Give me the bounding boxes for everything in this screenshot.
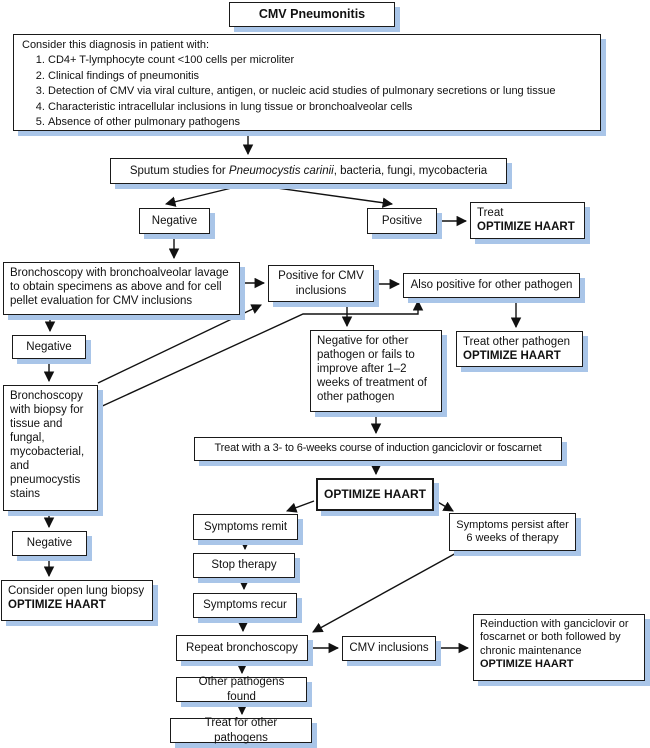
criteria-item: Detection of CMV via viral culture, anti… bbox=[48, 84, 592, 99]
node-lavage-negative: Negative bbox=[12, 335, 86, 359]
criteria-intro: Consider this diagnosis in patient with: bbox=[22, 39, 210, 51]
species-name: Pneumocystis carinii bbox=[228, 164, 334, 177]
node-bronchoscopy-lavage: Bronchoscopy with bronchoalveolar lavage… bbox=[3, 262, 240, 315]
criteria-item: CD4+ T-lymphocyte count <100 cells per m… bbox=[48, 53, 592, 68]
node-negative-other-pathogen: Negative for other pathogen or fails to … bbox=[310, 330, 442, 412]
node-sputum-studies: Sputum studies for Pneumocystis carinii,… bbox=[110, 158, 507, 184]
node-treat-optimize-haart: Treat OPTIMIZE HAART bbox=[470, 202, 585, 239]
node-sputum-negative: Negative bbox=[139, 208, 210, 234]
node-bronchoscopy-biopsy: Bronchoscopy with biopsy for tissue and … bbox=[3, 385, 98, 511]
node-also-positive-other-pathogen: Also positive for other pathogen bbox=[403, 273, 580, 298]
criteria-item: Characteristic intracellular inclusions … bbox=[48, 100, 592, 115]
node-symptoms-persist: Symptoms persist after 6 weeks of therap… bbox=[449, 513, 576, 551]
node-positive-cmv-inclusions: Positive for CMV inclusions bbox=[268, 265, 374, 302]
criteria-item: Absence of other pulmonary pathogens bbox=[48, 115, 592, 130]
node-sputum-positive: Positive bbox=[367, 208, 437, 234]
node-title: CMV Pneumonitis bbox=[229, 2, 395, 27]
node-cmv-inclusions: CMV inclusions bbox=[342, 636, 436, 661]
node-treat-other-pathogen: Treat other pathogen OPTIMIZE HAART bbox=[456, 331, 583, 367]
node-diagnosis-criteria: Consider this diagnosis in patient with:… bbox=[13, 34, 601, 131]
node-symptoms-remit: Symptoms remit bbox=[193, 514, 298, 540]
node-optimize-haart: OPTIMIZE HAART bbox=[316, 478, 434, 511]
criteria-list: CD4+ T-lymphocyte count <100 cells per m… bbox=[22, 53, 592, 130]
node-consider-open-lung-biopsy: Consider open lung biopsy OPTIMIZE HAART bbox=[1, 580, 153, 621]
criteria-item: Clinical findings of pneumonitis bbox=[48, 69, 592, 84]
node-biopsy-negative: Negative bbox=[12, 531, 87, 556]
node-symptoms-recur: Symptoms recur bbox=[193, 593, 297, 618]
node-stop-therapy: Stop therapy bbox=[193, 553, 295, 578]
node-treat-for-other-pathogens: Treat for other pathogens bbox=[170, 717, 312, 744]
node-repeat-bronchoscopy: Repeat bronchoscopy bbox=[176, 635, 308, 661]
sputum-text: Sputum studies for Pneumocystis carinii,… bbox=[129, 164, 488, 177]
node-other-pathogens-found: Other pathogens found bbox=[176, 676, 307, 703]
node-induction-treatment: Treat with a 3- to 6-weeks course of ind… bbox=[194, 437, 562, 461]
node-reinduction: Reinduction with ganciclovir or foscarne… bbox=[473, 614, 645, 681]
